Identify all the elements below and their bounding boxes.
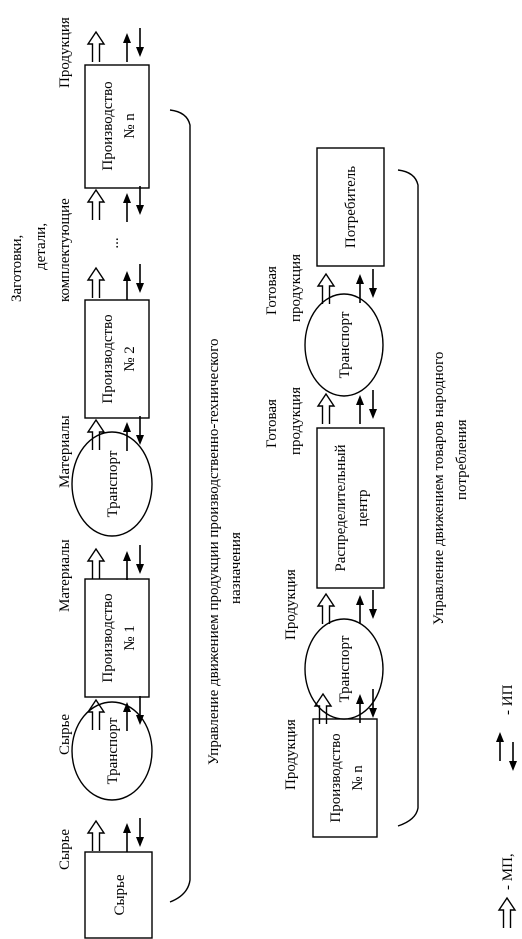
info-flow-up-arrow — [355, 394, 365, 425]
production-1-line2: № 1 — [122, 625, 138, 651]
chain2-production-n-line2: № n — [350, 765, 366, 791]
flow-label-components-line3: комплектующие — [57, 198, 73, 302]
chain2-flow-label-finished-1-line1: Готовая — [264, 399, 280, 448]
legend-info-up-icon — [495, 731, 505, 762]
info-flow-up-arrow — [355, 594, 365, 625]
production-2-line2: № 2 — [122, 346, 138, 372]
chain-consumer-goods: Производство № n Транспорт Распределител… — [264, 147, 470, 838]
material-flow-arrow — [87, 267, 105, 299]
flow-label-raw-2: Сырье — [57, 714, 73, 755]
material-flow-arrow — [87, 189, 105, 221]
distribution-center-line2: центр — [355, 490, 371, 527]
bracket-chain1-line2: назначения — [228, 532, 244, 604]
transport-node-2-label: Транспорт — [105, 450, 121, 517]
production-1-line1: Производство — [100, 593, 116, 682]
info-flow-down-arrow — [368, 268, 378, 299]
chain2-flow-label-product-1: Продукция — [283, 719, 299, 790]
consumer-node: Потребитель — [316, 147, 385, 267]
consumer-node-label: Потребитель — [343, 166, 359, 248]
flow-label-materials-2: Материалы — [57, 415, 73, 488]
chain2-transport-2-label: Транспорт — [337, 311, 353, 378]
scope-bracket-chain2: Управление движением товаров народного п… — [397, 169, 470, 827]
material-flow-arrow — [87, 31, 105, 63]
flow-label-components-line2: детали, — [33, 223, 49, 270]
info-flow-down-arrow — [135, 185, 145, 216]
info-flow-down-arrow — [368, 589, 378, 620]
info-flow-down-arrow — [135, 544, 145, 575]
bracket-chain1-line1: Управление движением продукции производс… — [206, 338, 222, 765]
material-flow-arrow — [87, 820, 105, 852]
production-n-node: Производство № n — [84, 64, 150, 189]
flow-label-materials-1: Материалы — [57, 539, 73, 612]
production-2-line1: Производство — [100, 314, 116, 403]
scope-bracket-chain1: Управление движением продукции производс… — [169, 109, 244, 903]
info-flow-down-arrow — [135, 817, 145, 848]
material-flow-arrow — [317, 593, 335, 625]
info-flow-down-arrow — [135, 263, 145, 294]
flow-label-product: Продукция — [57, 17, 73, 88]
info-flow-down-arrow — [135, 27, 145, 58]
material-flow-arrow — [87, 548, 105, 580]
chain2-flow-label-finished-2-line2: продукция — [288, 254, 304, 322]
legend-info-down-icon — [508, 741, 518, 772]
legend: - МП, - ИП — [495, 684, 518, 929]
transport-node-2: Транспорт — [71, 431, 153, 537]
bracket-chain2-line1: Управление движением товаров народного — [431, 352, 447, 625]
info-flow-up-arrow — [122, 822, 132, 853]
transport-node-1-label: Транспорт — [105, 717, 121, 784]
chain-production-technical: Сырье Транспорт Производство № 1 Транспо… — [9, 17, 244, 939]
info-flow-down-arrow — [368, 389, 378, 420]
production-n-line2: № n — [122, 113, 138, 139]
info-flow-up-arrow — [122, 192, 132, 223]
chain2-flow-label-finished-2-line1: Готовая — [264, 266, 280, 315]
info-flow-down-arrow — [135, 415, 145, 446]
legend-mp-label: - МП, — [500, 853, 516, 890]
distribution-center-node: Распределительный центр — [316, 427, 385, 589]
info-flow-up-arrow — [122, 550, 132, 581]
legend-ip-label: - ИП — [500, 684, 516, 715]
flow-label-raw-1: Сырье — [57, 829, 73, 870]
production-1-node: Производство № 1 — [84, 578, 150, 698]
material-flow-arrow — [317, 393, 335, 425]
flow-label-components-line1: Заготовки, — [9, 235, 25, 302]
production-n-line1: Производство — [100, 81, 116, 170]
bracket-chain2-line2: потребления — [454, 419, 470, 500]
production-2-node: Производство № 2 — [84, 299, 150, 419]
chain2-production-n-line1: Производство — [328, 733, 344, 822]
distribution-center-line1: Распределительный — [333, 444, 349, 571]
info-flow-up-arrow — [122, 32, 132, 63]
chain2-flow-label-finished-1-line2: продукция — [288, 387, 304, 455]
chain-ellipsis: ... — [106, 237, 122, 248]
raw-material-node-label: Сырье — [112, 874, 128, 915]
chain2-production-n-node: Производство № n — [312, 718, 378, 838]
info-flow-up-arrow — [122, 270, 132, 301]
raw-material-node: Сырье — [84, 851, 153, 939]
chain2-transport-node-2: Транспорт — [304, 293, 384, 397]
legend-material-flow-icon — [498, 897, 516, 929]
chain2-transport-node-1: Транспорт — [304, 618, 384, 720]
chain2-transport-1-label: Транспорт — [337, 635, 353, 702]
chain2-flow-label-product-2: Продукция — [283, 569, 299, 640]
